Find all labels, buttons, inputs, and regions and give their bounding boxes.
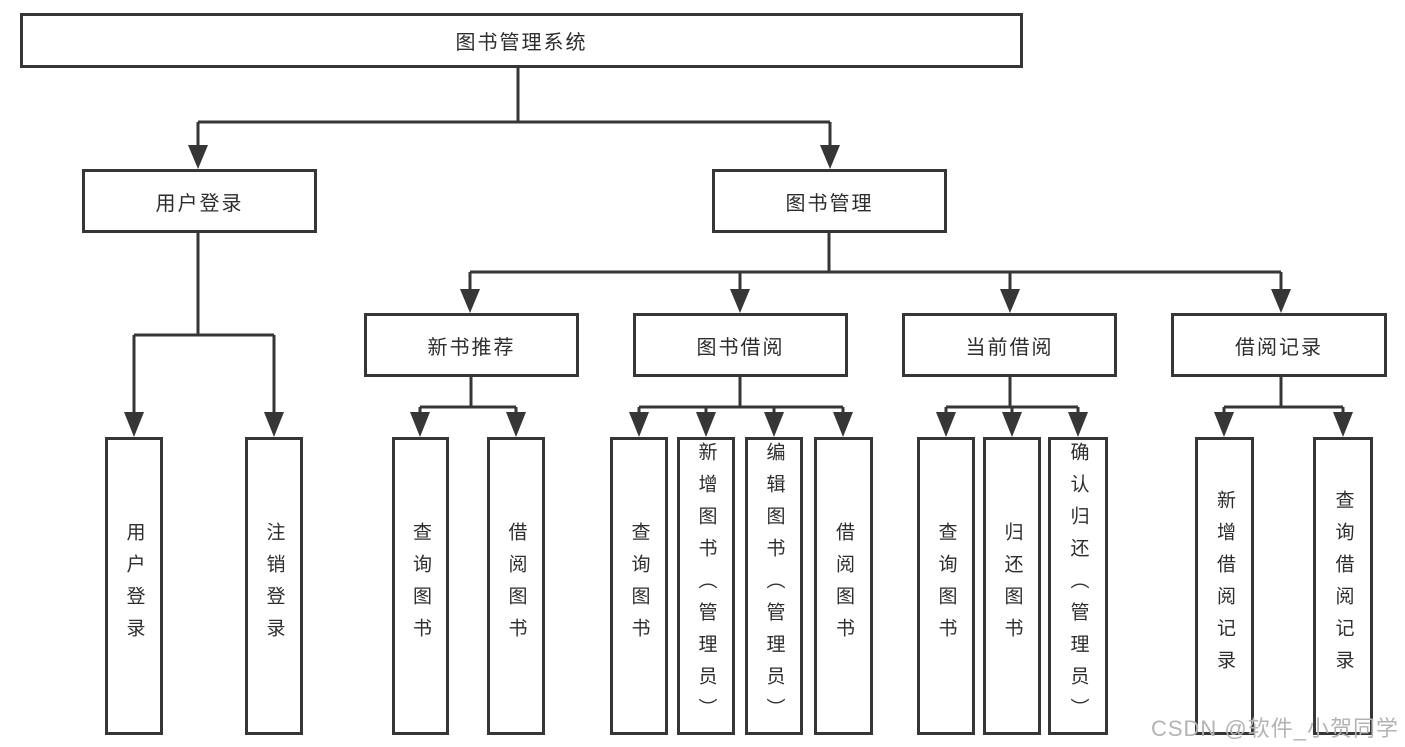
leaf-bb-query-books: 查询图书 xyxy=(610,437,668,735)
leaf-user-login: 用户登录 xyxy=(105,437,163,735)
leaf-cb-return-books: 归还图书 xyxy=(983,437,1041,735)
leaf-nb-borrow-books-label: 借阅图书 xyxy=(505,522,527,650)
leaf-bb-edit-books-admin-label: 编辑图书（管理员） xyxy=(763,442,785,730)
node-root-system: 图书管理系统 xyxy=(20,13,1023,68)
leaf-cb-query-books: 查询图书 xyxy=(917,437,975,735)
leaf-cb-confirm-return-admin: 确认归还（管理员） xyxy=(1048,437,1108,735)
leaf-bb-edit-books-admin: 编辑图书（管理员） xyxy=(745,437,803,735)
leaf-user-login-label: 用户登录 xyxy=(123,522,145,650)
node-borrow-records: 借阅记录 xyxy=(1171,313,1387,377)
node-book-management: 图书管理 xyxy=(712,169,947,233)
leaf-br-query-record: 查询借阅记录 xyxy=(1313,437,1373,735)
node-user-login-label: 用户登录 xyxy=(155,192,244,215)
leaf-logout-login-label: 注销登录 xyxy=(263,522,285,650)
connector-newbooks-to-leaves xyxy=(418,377,518,414)
leaf-bb-add-books-admin-label: 新增图书（管理员） xyxy=(695,442,717,730)
node-current-borrow: 当前借阅 xyxy=(902,313,1117,377)
node-root-system-label: 图书管理系统 xyxy=(455,32,588,54)
leaf-br-query-record-label: 查询借阅记录 xyxy=(1332,490,1354,682)
node-book-borrow: 图书借阅 xyxy=(633,313,848,377)
connector-borrowrecords-to-leaves xyxy=(1222,377,1345,414)
connector-root-to-level2 xyxy=(196,68,832,148)
leaf-br-add-record-label: 新增借阅记录 xyxy=(1214,490,1235,682)
connector-bookborrow-to-leaves xyxy=(637,377,845,414)
leaf-bb-query-books-label: 查询图书 xyxy=(628,522,650,650)
leaf-bb-borrow-books: 借阅图书 xyxy=(814,437,873,735)
leaf-cb-query-books-label: 查询图书 xyxy=(935,522,957,650)
leaf-bb-add-books-admin: 新增图书（管理员） xyxy=(677,437,735,735)
node-new-book-recommend: 新书推荐 xyxy=(364,313,579,377)
leaf-logout-login: 注销登录 xyxy=(245,437,303,735)
connector-userlogin-to-leaves xyxy=(132,233,276,414)
csdn-watermark: CSDN @软件_小贺同学 xyxy=(1150,716,1399,741)
node-book-borrow-label: 图书借阅 xyxy=(696,336,785,359)
node-book-management-label: 图书管理 xyxy=(785,192,874,215)
leaf-br-add-record: 新增借阅记录 xyxy=(1195,437,1254,735)
leaf-cb-return-books-label: 归还图书 xyxy=(1001,522,1023,650)
connector-bookmgmt-to-level3 xyxy=(468,233,1283,291)
node-borrow-records-label: 借阅记录 xyxy=(1235,336,1323,359)
node-current-borrow-label: 当前借阅 xyxy=(965,336,1054,359)
node-new-book-recommend-label: 新书推荐 xyxy=(427,336,516,359)
node-user-login: 用户登录 xyxy=(82,169,317,233)
leaf-nb-query-books-label: 查询图书 xyxy=(410,522,431,650)
arrowheads xyxy=(124,145,1353,437)
leaf-cb-confirm-return-admin-label: 确认归还（管理员） xyxy=(1067,442,1089,730)
connector-currentborrow-to-leaves xyxy=(944,377,1080,414)
leaf-nb-borrow-books: 借阅图书 xyxy=(487,437,545,735)
leaf-nb-query-books: 查询图书 xyxy=(392,437,449,735)
leaf-bb-borrow-books-label: 借阅图书 xyxy=(833,522,854,650)
